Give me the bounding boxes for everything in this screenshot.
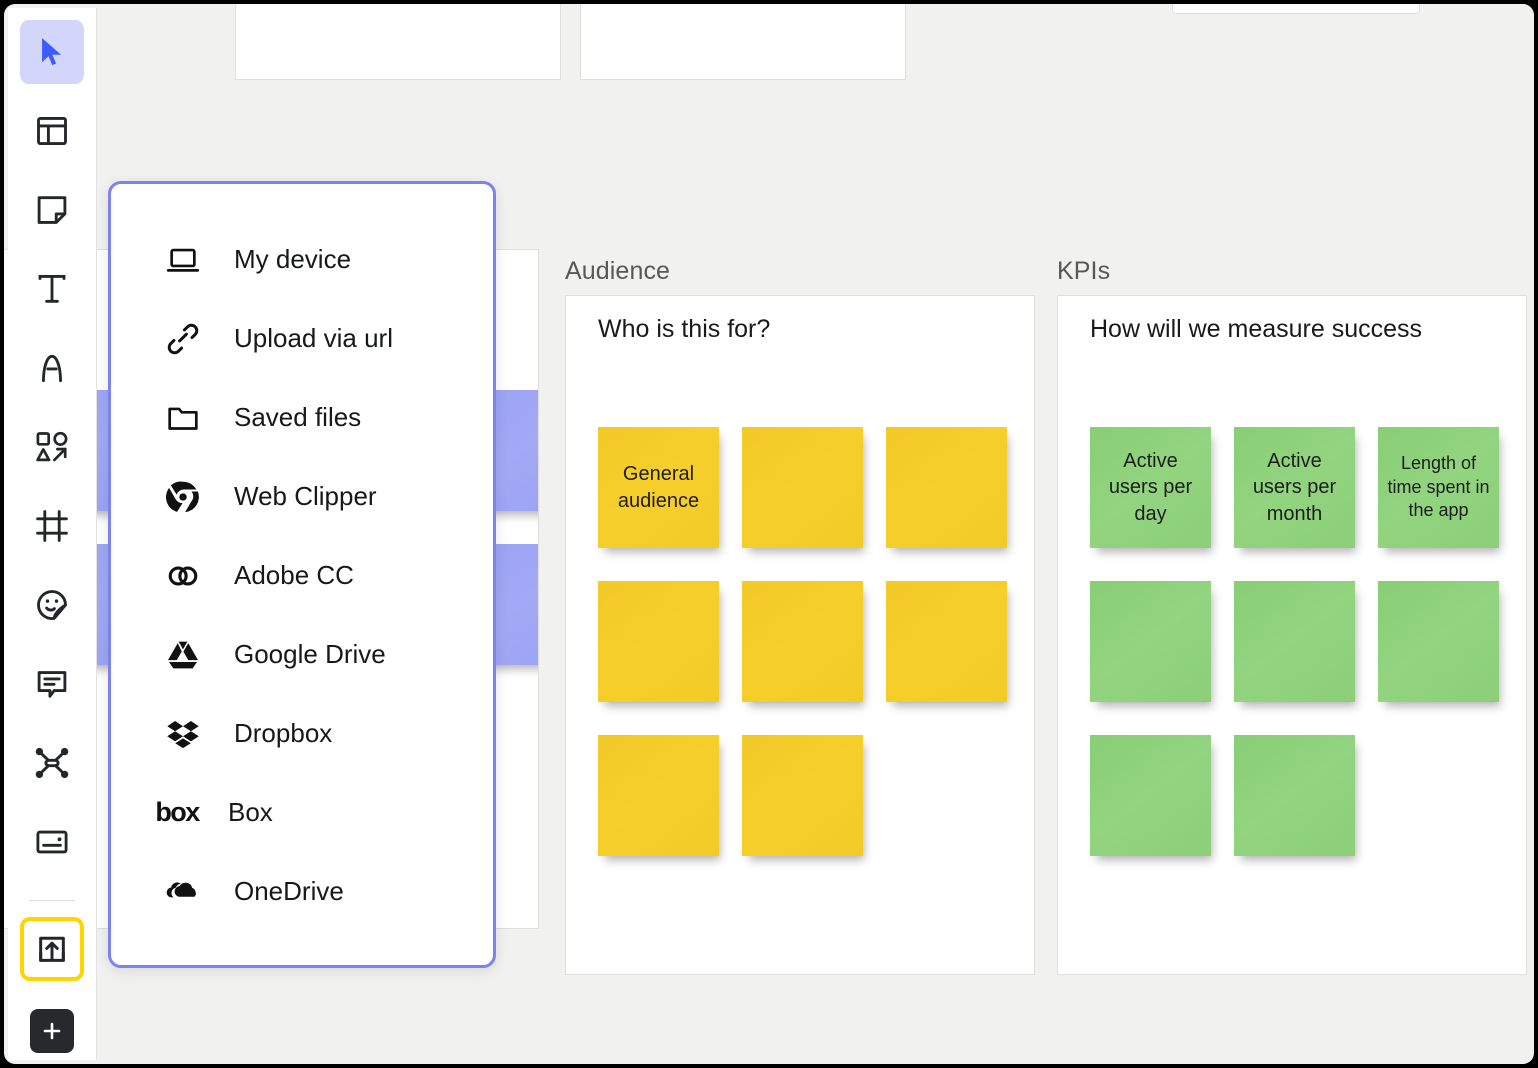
sticky-note[interactable]: Active users per month xyxy=(1234,427,1355,548)
menu-item-label: Box xyxy=(228,797,273,827)
frame-tool[interactable] xyxy=(20,494,84,558)
menu-item-upload-via-url[interactable]: Upload via url xyxy=(111,299,493,378)
card-icon xyxy=(34,824,70,860)
connector-nodes-icon xyxy=(34,745,70,781)
clipped-panel-middle[interactable] xyxy=(580,4,906,80)
upload-box-arrow-icon xyxy=(35,932,69,966)
menu-item-saved-files[interactable]: Saved files xyxy=(111,378,493,457)
sticky-note[interactable]: General audience xyxy=(598,427,719,548)
section-label-audience: Audience xyxy=(565,257,671,285)
panel-audience[interactable]: Who is this for? General audience xyxy=(565,295,1035,975)
left-toolbar xyxy=(8,8,97,1060)
pen-a-icon xyxy=(34,350,70,386)
card-tool[interactable] xyxy=(20,810,84,874)
emoji-sticker-icon xyxy=(34,587,70,623)
frame-icon xyxy=(34,508,70,544)
menu-item-box[interactable]: box Box xyxy=(111,773,493,852)
sticky-note[interactable] xyxy=(742,581,863,702)
menu-item-onedrive[interactable]: OneDrive xyxy=(111,852,493,931)
sticky-note[interactable] xyxy=(598,581,719,702)
upload-source-menu[interactable]: My device Upload via url xyxy=(108,181,496,968)
sticky-note[interactable] xyxy=(1234,581,1355,702)
text-t-icon xyxy=(34,271,70,307)
menu-item-google-drive[interactable]: Google Drive xyxy=(111,615,493,694)
board-section-audience: Audience Who is this for? General audien… xyxy=(565,257,1035,975)
cursor-arrow-icon xyxy=(35,35,69,69)
note-tool[interactable] xyxy=(20,178,84,242)
select-tool[interactable] xyxy=(20,20,84,84)
google-drive-icon xyxy=(164,636,202,674)
menu-item-label: Saved files xyxy=(234,402,362,432)
onedrive-cloud-icon xyxy=(164,873,202,911)
shapes-tool[interactable] xyxy=(20,415,84,479)
menu-item-my-device[interactable]: My device xyxy=(111,220,493,299)
box-wordmark: box xyxy=(155,797,200,827)
clipped-panel-right[interactable] xyxy=(1172,4,1420,14)
comment-tool[interactable] xyxy=(20,652,84,716)
sticky-note-icon xyxy=(34,192,70,228)
menu-item-label: Google Drive xyxy=(234,639,386,669)
sticky-note[interactable] xyxy=(598,735,719,856)
comment-bubble-icon xyxy=(34,666,70,702)
laptop-icon xyxy=(164,241,202,279)
sticky-note[interactable]: Length of time spent in the app xyxy=(1378,427,1499,548)
menu-item-label: Web Clipper xyxy=(234,481,377,511)
sticky-note[interactable] xyxy=(1090,735,1211,856)
connect-tool[interactable] xyxy=(20,731,84,795)
template-grid-icon xyxy=(34,113,70,149)
sticker-tool[interactable] xyxy=(20,573,84,637)
menu-item-label: My device xyxy=(234,244,352,274)
board-canvas[interactable]: Audience Who is this for? General audien… xyxy=(4,4,1534,1064)
dropbox-icon xyxy=(164,715,202,753)
sticky-note[interactable] xyxy=(1090,581,1211,702)
link-chain-icon xyxy=(164,320,202,358)
toolbar-divider xyxy=(29,900,75,901)
section-label-kpis: KPIs xyxy=(1057,257,1111,285)
folder-icon xyxy=(164,399,202,437)
menu-item-label: Dropbox xyxy=(234,718,333,748)
sticky-note[interactable] xyxy=(886,427,1007,548)
menu-item-label: Adobe CC xyxy=(234,560,354,590)
menu-item-adobe-cc[interactable]: Adobe CC xyxy=(111,536,493,615)
plus-icon xyxy=(30,1009,74,1053)
sticky-note[interactable] xyxy=(886,581,1007,702)
adobe-cc-icon xyxy=(164,557,202,595)
shapes-arrow-icon xyxy=(34,429,70,465)
menu-item-web-clipper[interactable]: Web Clipper xyxy=(111,457,493,536)
clipped-panel-left[interactable] xyxy=(235,4,561,80)
sticky-note[interactable]: Active users per day xyxy=(1090,427,1211,548)
menu-item-label: OneDrive xyxy=(234,876,344,906)
panel-title-kpis: How will we measure success xyxy=(1090,315,1423,343)
sticky-note[interactable] xyxy=(742,427,863,548)
menu-item-dropbox[interactable]: Dropbox xyxy=(111,694,493,773)
sticky-note[interactable] xyxy=(1378,581,1499,702)
sticky-note[interactable] xyxy=(742,735,863,856)
sticky-note[interactable] xyxy=(1234,735,1355,856)
panel-title-audience: Who is this for? xyxy=(598,315,771,343)
box-icon: box xyxy=(155,794,200,832)
template-tool[interactable] xyxy=(20,99,84,163)
pen-tool[interactable] xyxy=(20,336,84,400)
upload-tool[interactable] xyxy=(20,917,84,981)
add-more-tool[interactable] xyxy=(20,999,84,1063)
panel-kpis[interactable]: How will we measure success Active users… xyxy=(1057,295,1527,975)
text-tool[interactable] xyxy=(20,257,84,321)
menu-item-label: Upload via url xyxy=(234,323,393,353)
chrome-icon xyxy=(164,478,202,516)
board-section-kpis: KPIs How will we measure success Active … xyxy=(1057,257,1527,975)
